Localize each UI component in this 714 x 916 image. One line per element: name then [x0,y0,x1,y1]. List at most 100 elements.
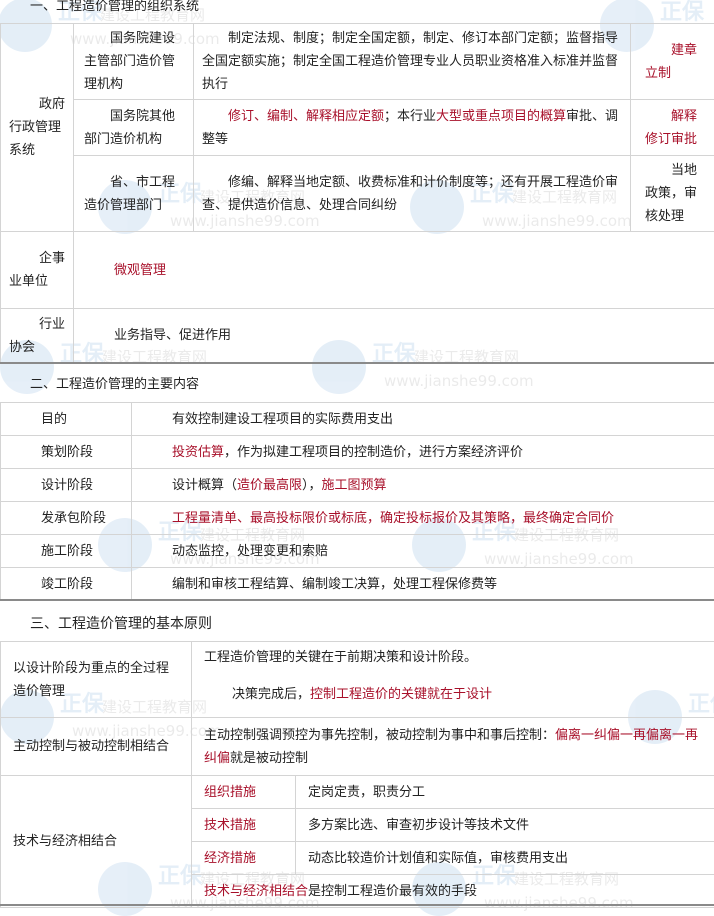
table-row: 省、市工程造价管理部门 修编、解释当地定额、收费标准和计价制度等；还有开展工程造… [1,156,714,232]
table-row: 施工阶段 动态监控，处理变更和索赔 [1,535,714,568]
association-label: 行业协会 [9,313,65,359]
keyword-text: 当地政策，审核处理 [645,159,700,228]
org-cell: 国务院建设主管部门造价管理机构 [74,24,194,100]
table-row: 国务院其他部门造价机构 修订、编制、解释相应定额；本行业大型或重点项目的概算审批… [1,100,714,156]
divider [0,362,714,364]
principle-label: 主动控制与被动控制相结合 [13,735,179,758]
table-row: 企事业单位 微观管理 [1,232,714,309]
stage-content-cell: 动态监控，处理变更和索赔 [132,535,714,568]
highlight-text: 施工图预算 [322,478,387,493]
table-row: 技术与经济相结合 组织措施 定岗定责，职责分工 [1,776,714,809]
principles-table: 以设计阶段为重点的全过程造价管理 工程造价管理的关键在于前期决策和设计阶段。 决… [0,641,714,908]
main-content-table: 目的 有效控制建设工程项目的实际费用支出策划阶段 投资估算，作为拟建工程项目的控制造… [0,402,714,601]
duty-text: 制定法规、制度；制定全国定额，制定、修订本部门定额；监督指导全国定额实施；制定全… [202,27,622,96]
table-row: 政府行政管理系统 国务院建设主管部门造价管理机构 制定法规、制度；制定全国定额，… [1,24,714,100]
section1-title: 一、工程造价管理的组织系统 [30,0,199,13]
org-name: 国务院建设主管部门造价管理机构 [84,27,183,96]
org-cell: 国务院其他部门造价机构 [74,100,194,156]
content-text: ，作为拟建工程项目的控制造价，进行方案经济评价 [224,445,523,460]
stage-label: 施工阶段 [41,544,93,559]
association-value-cell: 业务指导、促进作用 [74,309,714,363]
measure-desc: 动态比较造价计划值和实际值，审核费用支出 [308,851,568,866]
enterprise-value: 微观管理 [114,259,674,282]
watermark-brand: 正保 [660,2,704,24]
table-row: 主动控制与被动控制相结合 主动控制强调预控为事先控制，被动控制为事中和事后控制：… [1,718,714,776]
principle-desc-cell: 主动控制强调预控为事先控制，被动控制为事中和事后控制：偏离一纠偏一再偏离一再纠偏… [192,718,714,776]
duty-cell: 修订、编制、解释相应定额；本行业大型或重点项目的概算审批、调整等 [194,100,631,156]
principle-desc-cell: 工程造价管理的关键在于前期决策和设计阶段。 决策完成后，控制工程造价的关键就在于… [192,642,714,718]
measure-name: 经济措施 [204,851,256,866]
stage-label: 策划阶段 [41,445,93,460]
org-cell: 省、市工程造价管理部门 [74,156,194,232]
measure-name-cell: 技术措施 [192,809,296,842]
principle1-line2: 决策完成后，控制工程造价的关键就在于设计 [204,683,702,706]
divider [0,599,714,601]
highlight-text: 工程量清单、最高投标限价或标底，确定投标报价及其策略，最终确定合同价 [172,511,614,526]
principle-label-cell: 主动控制与被动控制相结合 [1,718,192,776]
gov-label: 政府行政管理系统 [9,93,65,162]
stage-label: 发承包阶段 [41,511,106,526]
principle1-line2-red: 控制工程造价的关键就在于设计 [310,687,492,702]
measure-desc: 定岗定责，职责分工 [308,785,425,800]
summary-cell: 技术与经济相结合是控制工程造价最有效的手段 [192,875,714,908]
measure-desc-cell: 定岗定责，职责分工 [296,776,714,809]
keyword-cell: 建章立制 [631,24,714,100]
measure-desc: 多方案比选、审查初步设计等技术文件 [308,818,529,833]
table-row: 行业协会 业务指导、促进作用 [1,309,714,363]
enterprise-label: 企事业单位 [9,247,65,293]
highlight-text: 造价最高限 [237,478,302,493]
association-value: 业务指导、促进作用 [114,324,674,347]
measure-name: 组织措施 [204,785,256,800]
stage-label: 竣工阶段 [41,577,93,592]
table-row: 目的 有效控制建设工程项目的实际费用支出 [1,403,714,436]
summary-red: 技术与经济相结合 [204,884,308,899]
stage-label: 目的 [41,412,67,427]
org-name: 国务院其他部门造价机构 [84,105,183,151]
duty-cell: 修编、解释当地定额、收费标准和计价制度等；还有开展工程造价审查、提供造价信息、处… [194,156,631,232]
keyword-text: 解释修订审批 [645,105,700,151]
stage-content-cell: 工程量清单、最高投标限价或标底，确定投标报价及其策略，最终确定合同价 [132,502,714,535]
keyword-cell: 当地政策，审核处理 [631,156,714,232]
stage-cell: 策划阶段 [1,436,132,469]
summary-tail: 是控制工程造价最有效的手段 [308,884,477,899]
stage-content-cell: 有效控制建设工程项目的实际费用支出 [132,403,714,436]
principle2-tail: 就是被动控制 [230,751,308,766]
keyword-text: 建章立制 [645,39,700,85]
stage-cell: 发承包阶段 [1,502,132,535]
duty-text: 修编、解释当地定额、收费标准和计价制度等；还有开展工程造价审查、提供造价信息、处… [202,171,622,217]
stage-content-cell: 编制和审核工程结算、编制竣工决算，处理工程保修费等 [132,568,714,601]
table-row: 策划阶段 投资估算，作为拟建工程项目的控制造价，进行方案经济评价 [1,436,714,469]
principle2-main: 主动控制强调预控为事先控制，被动控制为事中和事后控制： [204,728,555,743]
content-text: 编制和审核工程结算、编制竣工决算，处理工程保修费等 [172,577,497,592]
principle1-line1: 工程造价管理的关键在于前期决策和设计阶段。 [204,646,702,669]
principle1-line2-prefix: 决策完成后， [232,687,310,702]
enterprise-label-cell: 企事业单位 [1,232,74,309]
table-row: 设计阶段 设计概算（造价最高限），施工图预算 [1,469,714,502]
duty-red-2: 大型或重点项目的概算 [436,109,566,124]
content-text: 有效控制建设工程项目的实际费用支出 [172,412,393,427]
content-text: 设计概算（ [172,478,237,493]
duty-mid: ；本行业 [384,109,436,124]
section3-title: 三、工程造价管理的基本原则 [30,617,212,631]
measure-desc-cell: 动态比较造价计划值和实际值，审核费用支出 [296,842,714,875]
stage-cell: 设计阶段 [1,469,132,502]
principle2-text: 主动控制强调预控为事先控制，被动控制为事中和事后控制：偏离一纠偏一再偏离一再纠偏… [204,724,702,770]
enterprise-value-cell: 微观管理 [74,232,714,309]
measure-desc-cell: 多方案比选、审查初步设计等技术文件 [296,809,714,842]
keyword-cell: 解释修订审批 [631,100,714,156]
section2-title: 二、工程造价管理的主要内容 [30,378,199,391]
stage-content-cell: 投资估算，作为拟建工程项目的控制造价，进行方案经济评价 [132,436,714,469]
table-row: 竣工阶段 编制和审核工程结算、编制竣工决算，处理工程保修费等 [1,568,714,601]
highlight-text: 投资估算 [172,445,224,460]
principle-label-cell: 技术与经济相结合 [1,776,192,908]
stage-label: 设计阶段 [41,478,93,493]
stage-content-cell: 设计概算（造价最高限），施工图预算 [132,469,714,502]
principle-label: 技术与经济相结合 [13,830,179,853]
measure-name: 技术措施 [204,818,256,833]
measure-name-cell: 经济措施 [192,842,296,875]
stage-cell: 目的 [1,403,132,436]
watermark-url: www.jianshe99.com [384,374,534,389]
org-name: 省、市工程造价管理部门 [84,171,183,217]
association-label-cell: 行业协会 [1,309,74,363]
stage-cell: 施工阶段 [1,535,132,568]
